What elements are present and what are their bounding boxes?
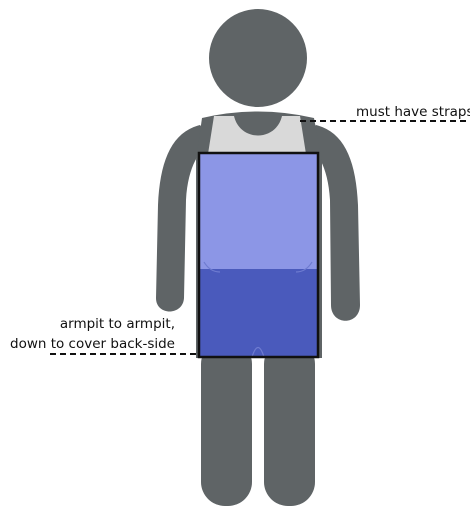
garment-upper	[199, 153, 318, 269]
coverage-annotation-line-1: armpit to armpit,	[10, 314, 175, 334]
coverage-annotation-line-2: down to cover back-side	[10, 334, 175, 354]
left-leg	[201, 340, 252, 506]
straps-annotation: must have straps	[356, 102, 470, 122]
coverage-annotation: armpit to armpit, down to cover back-sid…	[10, 314, 175, 354]
right-leg	[264, 340, 315, 506]
garment-lower	[199, 269, 318, 357]
head	[209, 9, 307, 107]
garment-coverage-area	[199, 153, 318, 357]
